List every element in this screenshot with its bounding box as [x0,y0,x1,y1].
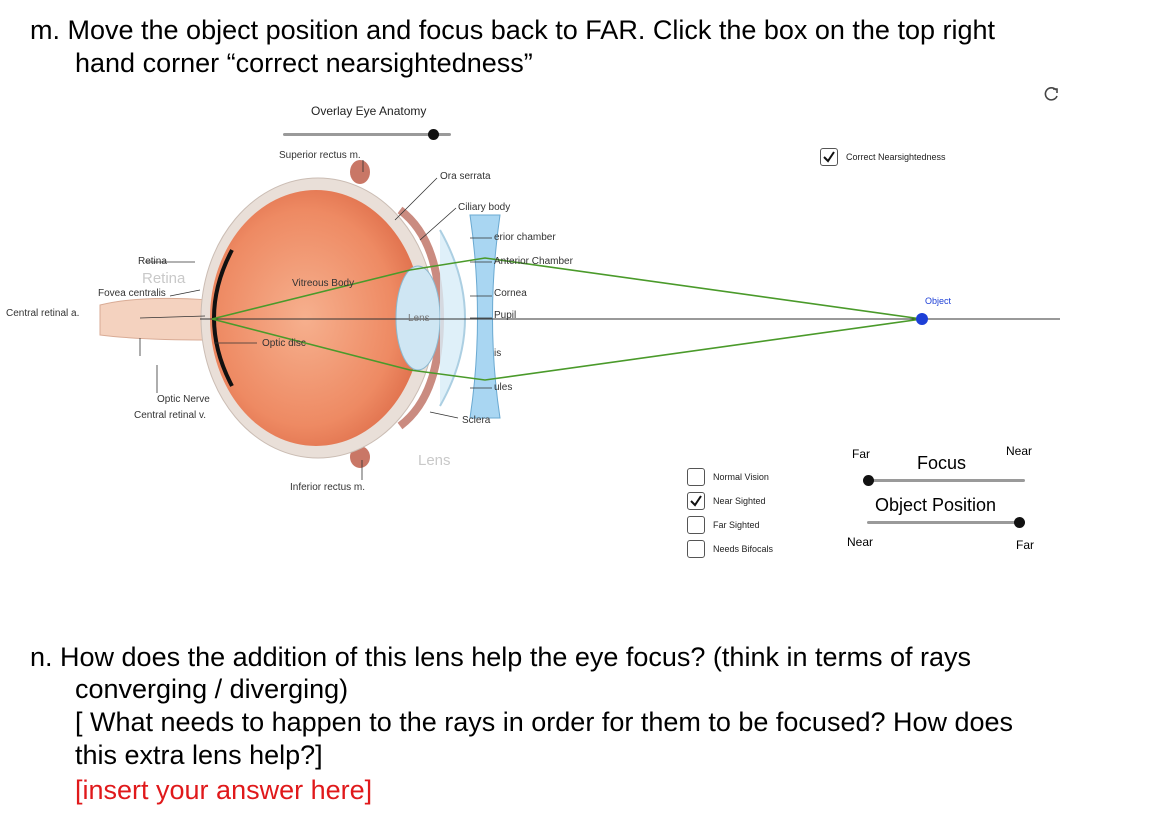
label-pupil: Pupil [494,310,517,321]
question-m-line1: m. Move the object position and focus ba… [30,15,996,45]
option-needs-bifocals[interactable]: Needs Bifocals [687,537,773,561]
question-n-line3: [ What needs to happen to the rays in or… [75,707,1014,737]
lower-light-ray [211,318,923,381]
label-lens-inside: Lens [408,313,430,324]
eye-simulator-applet: Overlay Eye Anatomy Correct Nearsightedn… [0,87,1174,580]
label-anterior-chamber: Anterior Chamber [494,256,573,267]
label-retina: Retina [138,256,167,267]
far-sighted-checkbox[interactable] [687,516,705,534]
vision-options: Normal Vision Near Sighted Far Sighted N… [687,465,773,561]
corrective-lens-shape [469,214,501,419]
checkmark-icon [690,495,702,507]
label-object: Object [925,296,952,306]
needs-bifocals-label: Needs Bifocals [713,544,774,554]
focus-slider-knob[interactable] [863,475,874,486]
vitreous-shape [210,190,422,446]
question-n-line4: this extra lens help?] [75,740,323,770]
overlay-eye-anatomy-label: Overlay Eye Anatomy [311,104,427,118]
label-ciliary-body: Ciliary body [458,202,511,213]
label-central-retinal-vein: Central retinal v. [134,410,207,421]
correct-nearsightedness-checkbox[interactable] [820,148,838,166]
label-sclera: Sclera [462,415,491,426]
label-lens-ghost: Lens [418,452,451,469]
object-position-near-label: Near [847,535,874,549]
object-point[interactable] [916,313,928,325]
inferior-rectus-shape [350,446,370,468]
question-m-line2: hand corner “correct nearsightedness” [75,48,533,78]
object-position-title: Object Position [875,495,997,515]
answer-placeholder[interactable]: [insert your answer here] [75,775,373,805]
eye-diagram [99,160,1060,480]
focus-slider-track[interactable] [867,479,1025,482]
label-zonules: ules [494,382,513,393]
label-optic-nerve: Optic Nerve [157,394,210,405]
overlay-slider-track[interactable] [283,133,451,136]
near-sighted-label: Near Sighted [713,496,766,506]
label-fovea-centralis: Fovea centralis [98,288,166,299]
label-inferior-rectus: Inferior rectus m. [290,482,366,493]
needs-bifocals-checkbox[interactable] [687,540,705,558]
leader-lines [139,160,492,480]
label-vitreous-body: Vitreous Body [292,278,355,289]
label-superior-rectus: Superior rectus m. [279,150,361,161]
option-far-sighted[interactable]: Far Sighted [687,513,773,537]
normal-vision-label: Normal Vision [713,472,769,482]
question-n-line2: converging / diverging) [75,674,349,704]
label-iris: is [494,348,502,359]
option-normal-vision[interactable]: Normal Vision [687,465,773,489]
normal-vision-checkbox[interactable] [687,468,705,486]
label-posterior-chamber: erior chamber [494,232,556,243]
label-retina-ghost: Retina [142,270,186,287]
upper-light-ray [211,257,923,320]
option-near-sighted[interactable]: Near Sighted [687,489,773,513]
cornea-shape [439,229,466,407]
checkmark-icon [823,151,835,163]
refresh-icon[interactable] [1042,84,1062,104]
focus-title: Focus [917,453,967,473]
focus-near-label: Near [1006,444,1033,458]
object-position-slider-knob[interactable] [1014,517,1025,528]
focus-far-label: Far [852,447,870,461]
label-optic-disc: Optic disc [262,338,306,349]
far-sighted-label: Far Sighted [713,520,760,530]
superior-rectus-shape [350,160,370,184]
object-position-far-label: Far [1016,538,1034,552]
label-ora-serrata: Ora serrata [440,171,491,182]
correct-nearsightedness-label: Correct Nearsightedness [846,152,946,162]
optic-nerve-shape [99,297,211,341]
object-position-slider-track[interactable] [867,521,1025,524]
overlay-slider-knob[interactable] [428,129,439,140]
near-sighted-checkbox[interactable] [687,492,705,510]
question-n-line1: n. How does the addition of this lens he… [30,642,972,672]
label-cornea: Cornea [494,288,527,299]
label-central-retinal-artery: Central retinal a. [6,308,80,319]
